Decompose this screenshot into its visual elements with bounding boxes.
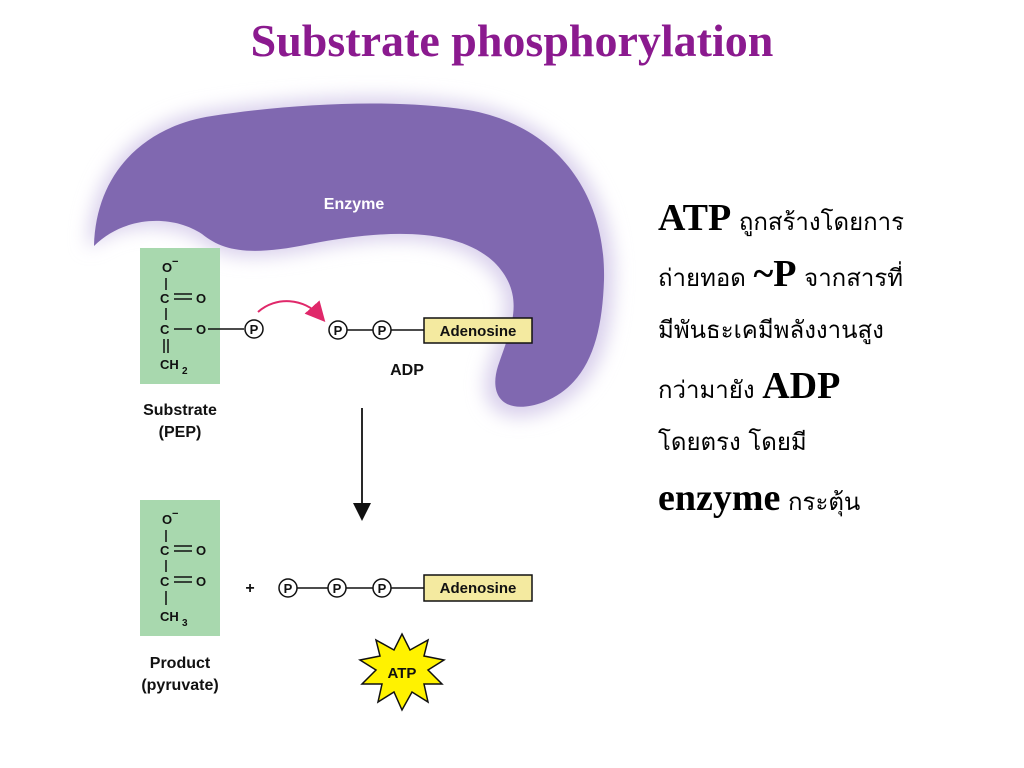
- svg-text:Adenosine: Adenosine: [440, 323, 517, 340]
- svg-text:CH: CH: [160, 609, 179, 624]
- description-line-1: ATP ถูกสร้างโดยการ: [658, 197, 905, 239]
- atp-burst: ATP: [358, 632, 446, 712]
- svg-text:O: O: [162, 260, 172, 275]
- svg-text:O: O: [196, 322, 206, 337]
- page-title: Substrate phosphorylation: [250, 15, 774, 66]
- plus-sign: +: [245, 580, 254, 597]
- phosphate-transfer-arrow: [257, 300, 326, 322]
- svg-text:−: −: [172, 256, 178, 268]
- svg-text:P: P: [378, 323, 387, 338]
- description-line-3: มีพันธะเคมีพลังงานสูง: [658, 316, 884, 344]
- substrate-label-line2: (PEP): [159, 424, 202, 441]
- term-phosphate: ~P: [753, 253, 797, 295]
- svg-text:3: 3: [182, 618, 188, 629]
- svg-text:O: O: [196, 574, 206, 589]
- description-line-4: กว่ามายัง ADP: [658, 365, 841, 407]
- svg-text:P: P: [378, 581, 387, 596]
- atp-molecule: P P P Adenosine: [278, 574, 533, 602]
- enzyme-shape: [88, 96, 615, 418]
- enzyme-label: Enzyme: [324, 196, 385, 213]
- svg-text:P: P: [250, 322, 259, 337]
- term-atp: ATP: [658, 197, 732, 239]
- description-line-5: โดยตรง โดยมี: [658, 428, 807, 456]
- product-label-line1: Product: [150, 655, 211, 672]
- term-enzyme: enzyme: [658, 477, 781, 519]
- svg-text:O: O: [196, 291, 206, 306]
- description-text: ATP ถูกสร้างโดยการ ถ่ายทอด ~P จากสารที่ …: [658, 190, 1018, 526]
- svg-text:Adenosine: Adenosine: [440, 580, 517, 597]
- substrate-molecule: O − C O C O CH 2: [140, 248, 220, 384]
- svg-text:P: P: [334, 323, 343, 338]
- svg-text:C: C: [160, 574, 170, 589]
- substrate-label-line1: Substrate: [143, 402, 217, 419]
- substrate-phosphate: P: [244, 319, 264, 339]
- svg-text:C: C: [160, 322, 170, 337]
- svg-text:P: P: [333, 581, 342, 596]
- svg-text:C: C: [160, 291, 170, 306]
- term-adp: ADP: [762, 365, 841, 407]
- svg-text:P: P: [284, 581, 293, 596]
- svg-text:CH: CH: [160, 357, 179, 372]
- description-line-2: ถ่ายทอด ~P จากสารที่: [658, 253, 904, 295]
- svg-text:−: −: [172, 508, 178, 520]
- product-molecule: O − C O C O CH 3: [140, 500, 220, 636]
- product-label-line2: (pyruvate): [141, 677, 218, 694]
- svg-text:O: O: [196, 543, 206, 558]
- svg-text:2: 2: [182, 366, 188, 377]
- description-line-6: enzyme กระตุ้น: [658, 477, 861, 519]
- adp-label: ADP: [390, 362, 424, 379]
- svg-text:O: O: [162, 512, 172, 527]
- atp-burst-label: ATP: [388, 665, 417, 682]
- svg-text:C: C: [160, 543, 170, 558]
- adp-molecule: P P Adenosine: [328, 317, 533, 344]
